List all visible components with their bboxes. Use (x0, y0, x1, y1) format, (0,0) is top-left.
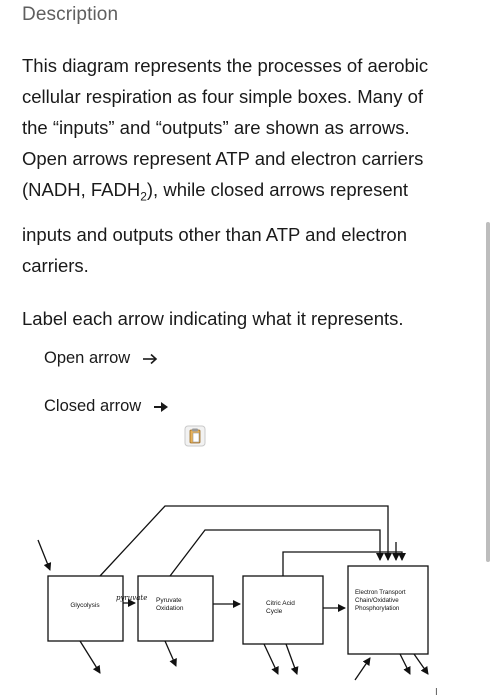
glycolysis-box (47, 575, 124, 642)
arrow-etc-output-1 (399, 653, 411, 675)
description-line: carriers. (22, 254, 89, 276)
description-line: Open arrows represent ATP and electron c… (22, 148, 424, 169)
annotation-mark: I (435, 687, 438, 698)
scrollbar[interactable] (486, 222, 490, 562)
pyruvate-oxidation-box (137, 575, 214, 642)
handwritten-pyruvate-label: pyruvate (116, 594, 147, 602)
legend-closed-label: Closed arrow (44, 397, 142, 415)
citric-acid-cycle-box (242, 575, 324, 645)
arrow-citric-output-2 (285, 643, 299, 675)
description-text-fragment: (NADH, FADH (22, 179, 141, 200)
legend-open-label: Open arrow (44, 349, 131, 367)
description-line: (NADH, FADH2), while closed arrows repre… (22, 174, 477, 213)
arrow-citric-output-1 (263, 643, 279, 675)
arrow-etc-input-bottom (354, 657, 371, 681)
arrow-pyruvate-output (164, 640, 177, 667)
instruction-text: Label each arrow indicating what it repr… (22, 307, 404, 329)
description-text-fragment: ), while closed arrows represent (146, 179, 409, 200)
etc-box (347, 565, 429, 655)
etc-label: Electron Transport Chain/Oxidative Phosp… (355, 589, 407, 612)
closed-arrow-icon (154, 401, 169, 412)
arrow-glycolysis-output (79, 640, 101, 674)
pyruvate-oxidation-label: Pyruvate Oxidation (156, 597, 184, 612)
description-text: This diagram represents the processes of… (22, 50, 477, 334)
arrow-etc-output-2 (413, 653, 429, 675)
legend-open-arrow: Open arrow (44, 349, 158, 368)
arrow-glycolysis-input (37, 539, 52, 571)
description-line: inputs and outputs other than ATP and el… (22, 223, 408, 245)
glycolysis-label: Glycolysis (70, 602, 100, 609)
respiration-diagram: Glycolysis Pyruvate Oxidation Citric Aci… (37, 505, 438, 698)
open-arrow-icon (143, 353, 158, 364)
arrow-citric-to-etc-top (282, 551, 406, 576)
subscript-2: 2 (140, 189, 147, 204)
description-line: the “inputs” and “outputs” are shown as … (22, 117, 410, 138)
citric-acid-cycle-label: Citric Acid Cycle (266, 600, 297, 615)
arrow-pyruvate-to-etc (169, 529, 384, 577)
description-line: This diagram represents the processes of… (22, 55, 429, 76)
section-title: Description (22, 4, 119, 25)
description-line: cellular respiration as four simple boxe… (22, 86, 424, 107)
legend-closed-arrow: Closed arrow (44, 397, 169, 416)
clipboard-icon[interactable] (184, 425, 206, 447)
arrow-glycolysis-to-etc (99, 505, 392, 577)
